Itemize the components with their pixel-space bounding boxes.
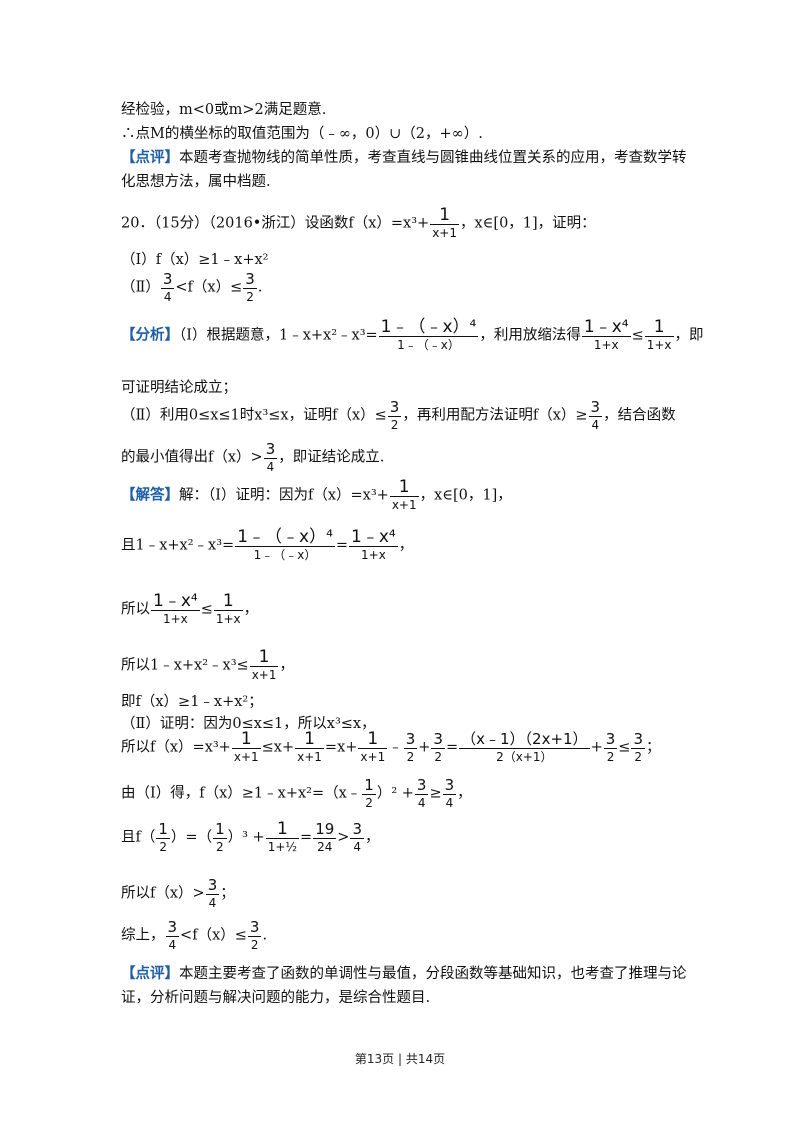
text-line: 经检验，m<0或m>2满足题意. <box>121 102 327 118</box>
text-line: 即f（x）≥1﹣x+x²； <box>121 694 263 710</box>
review-tag: 【点评】 <box>121 966 179 982</box>
review-tag: 【点评】 <box>121 150 179 166</box>
analysis-tag: 【分析】 <box>121 327 179 344</box>
solution-tag: 【解答】 <box>121 487 179 504</box>
text-line: 证，分析问题与解决问题的能力，是综合性题目. <box>121 990 431 1006</box>
review-line: 【点评】本题考查抛物线的简单性质，考查直线与圆锥曲线位置关系的应用，考查数学转 <box>121 150 687 166</box>
text-line: （Ⅰ）f（x）≥1﹣x+x² <box>121 252 269 268</box>
page-footer: 第13页 | 共14页 <box>354 1052 446 1066</box>
text-line: （Ⅱ）证明：因为0≤x≤1，所以x³≤x， <box>121 716 376 732</box>
text-line: 化思想方法，属中档题. <box>121 174 271 190</box>
fraction: （x﹣1）（2x+1）2（x+1） <box>459 730 590 764</box>
text-line: ∴点M的横坐标的取值范围为（﹣∞，0）∪（2，+∞）. <box>121 126 483 142</box>
text-line: 可证明结论成立； <box>121 380 237 396</box>
review-line: 【点评】本题主要考查了函数的单调性与最值，分段函数等基础知识，也考查了推理与论 <box>121 966 687 982</box>
